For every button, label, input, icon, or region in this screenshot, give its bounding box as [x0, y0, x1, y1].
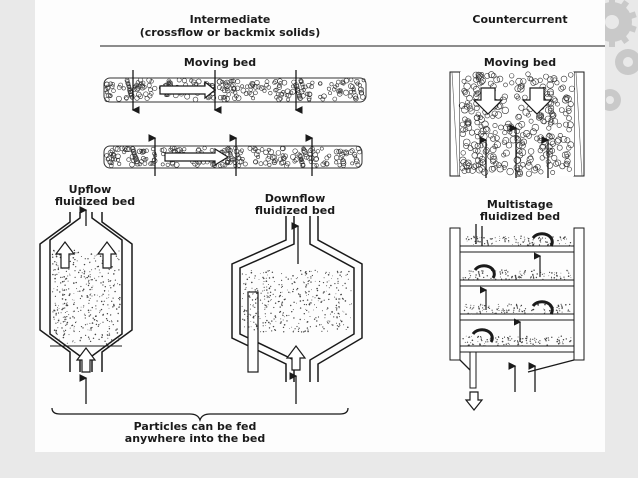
header-countercurrent: Countercurrent [472, 13, 568, 26]
caption-line2: anywhere into the bed [124, 432, 266, 445]
label-moving-bed-right: Moving bed [483, 56, 557, 69]
upflow-fluidized-bed [39, 206, 133, 404]
caption-brace [51, 407, 349, 423]
caption-line1: Particles can be fed [133, 420, 257, 433]
countercurrent-moving-bed [449, 71, 585, 178]
label-upflow-2: fluidized bed [54, 195, 136, 208]
label-multistage-2: fluidized bed [479, 210, 561, 223]
header-intermediate-sub: (crossflow or backmix solids) [139, 26, 321, 39]
downflow-fluidized-bed [231, 216, 363, 404]
label-downflow-1: Downflow [264, 192, 326, 205]
label-moving-bed-left: Moving bed [183, 56, 257, 69]
moving-bed-crossflow-up [103, 134, 363, 176]
header-intermediate: Intermediate [189, 13, 271, 26]
label-downflow-2: fluidized bed [254, 204, 336, 217]
label-multistage-1: Multistage [486, 198, 554, 211]
moving-bed-crossflow-down [103, 70, 367, 114]
multistage-fluidized-bed [449, 224, 585, 411]
label-upflow-1: Upflow [68, 183, 112, 196]
